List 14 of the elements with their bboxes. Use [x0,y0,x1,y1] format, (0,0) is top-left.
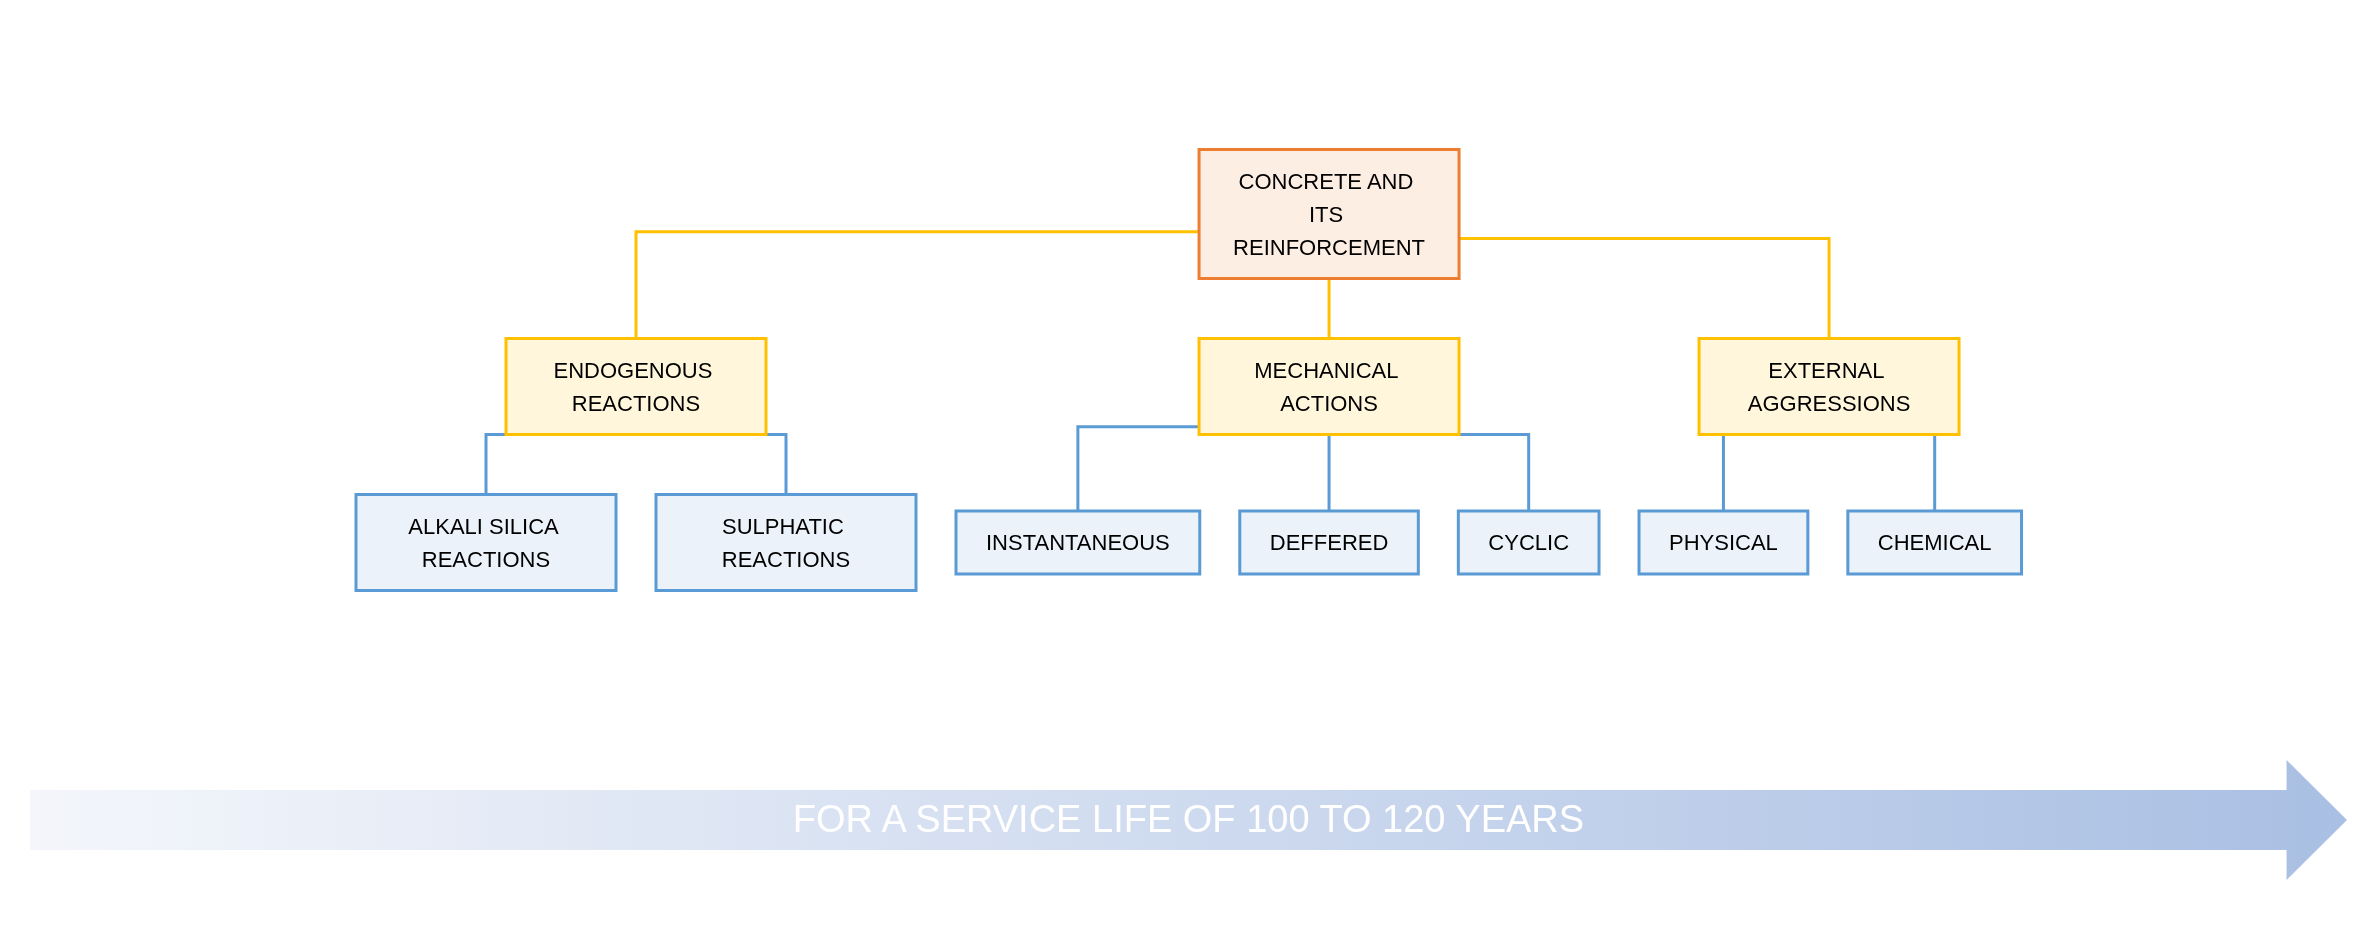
node-box: CONCRETE AND ITS REINFORCEMENT [1197,148,1461,280]
node-box: PHYSICAL [1637,509,1810,576]
connector [1458,237,1831,339]
node-box: ALKALI SILICA REACTIONS [354,493,618,592]
connector [1076,425,1199,511]
connector [634,230,1199,339]
node-box: SULPHATIC REACTIONS [654,493,918,592]
node-box: CHEMICAL [1846,509,2023,576]
node-box: DEFFERED [1238,509,1420,576]
node-box: EXTERNAL AGGRESSIONS [1697,337,1961,436]
node-box: CYCLIC [1456,509,1601,576]
node-box: ENDOGENOUS REACTIONS [504,337,768,436]
node-box: INSTANTANEOUS [954,509,1201,576]
node-box: MECHANICAL ACTIONS [1197,337,1461,436]
